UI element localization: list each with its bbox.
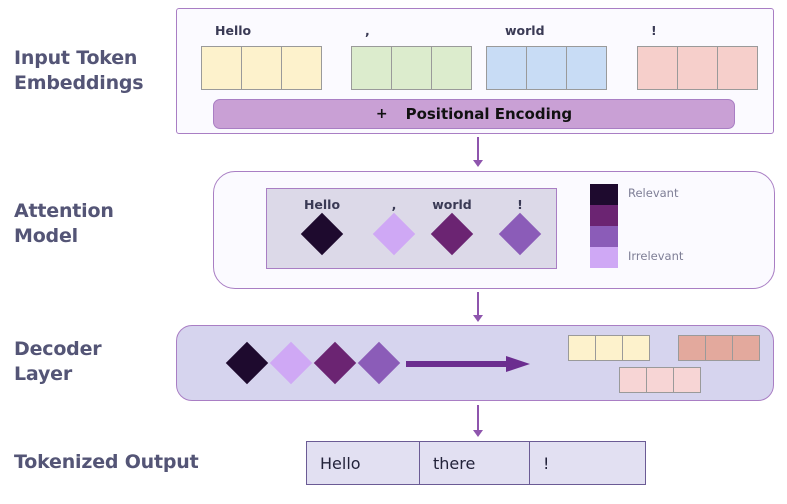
embedding-vector-exclamation [637,46,758,90]
decoder-output-cell [678,335,706,361]
stage-label-tokenized-output: Tokenized Output [14,451,199,473]
embedding-cell [677,46,718,90]
decoder-output-block-salmon [678,335,760,361]
attention-token-hello: Hello [287,197,357,256]
legend-label-irrelevant: Irrelevant [628,249,684,263]
attention-token-label: world [432,197,472,212]
positional-encoding-label: Positional Encoding [405,105,573,123]
legend-swatch [590,226,618,247]
decoder-layer-panel [176,325,774,401]
embedding-cell [717,46,758,90]
legend-swatch [590,184,618,205]
decoder-diamond [313,341,357,385]
embedding-token-word: world [505,23,545,38]
output-token-cell: Hello [307,442,420,484]
stage-label-attention-model: Attention Model [14,200,114,247]
attention-diamond [498,212,542,256]
decoder-diamond [357,341,401,385]
attention-token-label: Hello [303,197,341,212]
embedding-cell [566,46,607,90]
decoder-output-cell [646,367,674,393]
embedding-cell [486,46,527,90]
decoder-output-block-yellow [568,335,650,361]
legend-label-relevant: Relevant [628,186,679,200]
attention-token-world: world [417,197,487,256]
stage-label-decoder-layer: Decoder Layer [14,338,102,385]
attention-token-label: , [391,197,397,212]
legend-row-2 [590,205,760,226]
attention-token-label: ! [517,197,523,212]
legend-row-irrelevant: Irrelevant [590,247,760,268]
attention-token-exclamation: ! [485,197,555,256]
embedding-token-word: , [365,23,370,38]
embedding-vector-hello [201,46,322,90]
decoder-output-cell [732,335,760,361]
input-token-embeddings-panel: Hello , world ! + Positional Encoding [176,8,774,134]
embedding-cell [637,46,678,90]
legend-row-3 [590,226,760,247]
legend-swatch [590,247,618,268]
embedding-cell [281,46,322,90]
legend-swatch [590,205,618,226]
connector-arrow-embeddings-to-attention [471,137,485,167]
embedding-cell [351,46,392,90]
attention-model-panel: Hello , world ! Relevant Irrelevant [213,171,775,289]
embedding-cell [241,46,282,90]
tokenized-output-table: Hello there ! [306,441,646,485]
decoder-output-cell [595,335,623,361]
decoder-output-cell [622,335,650,361]
embedding-cell [431,46,472,90]
output-token-cell: ! [543,453,550,473]
embedding-cell [526,46,567,90]
decoder-output-cell [619,367,647,393]
embedding-cell [391,46,432,90]
attention-token-comma: , [359,197,429,256]
embedding-vector-comma [351,46,472,90]
attention-diamond [300,212,344,256]
attention-token-grid: Hello , world ! [266,188,557,269]
decoder-output-cell [673,367,701,393]
embedding-token-word: ! [651,23,657,38]
decoder-output-cell [568,335,596,361]
embedding-token-word: Hello [215,23,252,38]
connector-arrow-attention-to-decoder [471,292,485,322]
attention-legend: Relevant Irrelevant [590,184,760,268]
embedding-vector-world [486,46,607,90]
embedding-cell [201,46,242,90]
stage-label-input-token-embeddings: Input Token Embeddings [14,47,144,94]
decoder-diamond [269,341,313,385]
legend-row-relevant: Relevant [590,184,760,205]
output-token-cell: there [420,442,530,484]
decoder-diamond [225,341,269,385]
decoder-output-cell [705,335,733,361]
connector-arrow-decoder-to-output [471,405,485,437]
decoder-output-block-pink [619,367,701,393]
attention-diamond [372,212,416,256]
positional-encoding-bar: + Positional Encoding [213,99,735,129]
decoder-flow-arrow-icon [406,356,530,372]
attention-diamond [430,212,474,256]
plus-icon: + [375,106,388,122]
